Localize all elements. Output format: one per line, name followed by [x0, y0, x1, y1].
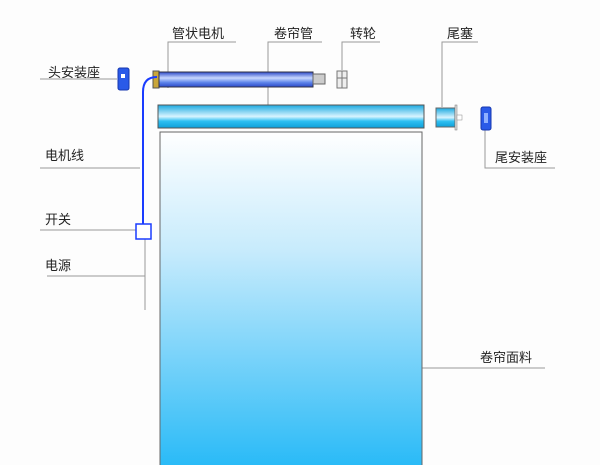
label-fabric: 卷帘面料 — [480, 351, 533, 366]
label-power: 电源 — [45, 259, 72, 274]
tail-mount-bracket — [480, 106, 492, 131]
roller-tube — [157, 104, 425, 129]
drive-wheel — [336, 70, 348, 89]
label-end-plug: 尾塞 — [447, 27, 474, 42]
label-drive-wheel: 转轮 — [350, 27, 377, 42]
label-tail-mount: 尾安装座 — [495, 151, 548, 166]
motor-cable — [142, 76, 158, 224]
label-motor-cable: 电机线 — [45, 149, 85, 164]
label-roller-tube: 卷帘管 — [274, 27, 314, 42]
head-mount-bracket — [117, 67, 130, 91]
curtain-fabric — [159, 131, 423, 465]
label-head-mount: 头安装座 — [48, 66, 101, 81]
label-tubular-motor: 管状电机 — [172, 27, 225, 42]
label-switch: 开关 — [45, 213, 72, 228]
end-plug — [435, 104, 463, 131]
tubular-motor — [152, 70, 326, 89]
switch-box — [135, 223, 152, 240]
